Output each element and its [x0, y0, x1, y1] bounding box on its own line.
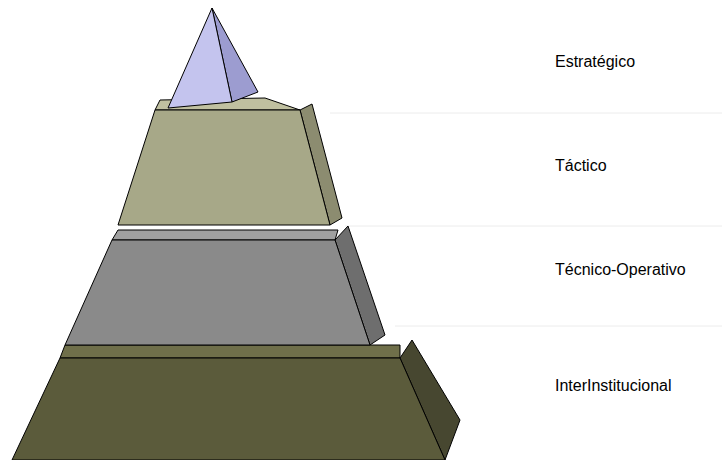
- band-front: [12, 358, 445, 460]
- band-rim: [60, 345, 400, 358]
- guide-line: [395, 326, 722, 327]
- guide-line: [330, 113, 722, 114]
- level-label: Técnico-Operativo: [555, 260, 686, 280]
- apex-front: [168, 8, 232, 108]
- level-label: Táctico: [555, 156, 607, 176]
- band-front: [65, 240, 370, 345]
- level-label: Estratégico: [555, 52, 635, 72]
- level-label: InterInstitucional: [555, 376, 672, 396]
- band-front: [118, 110, 330, 225]
- band-rim: [112, 230, 338, 240]
- guide-line: [345, 226, 722, 227]
